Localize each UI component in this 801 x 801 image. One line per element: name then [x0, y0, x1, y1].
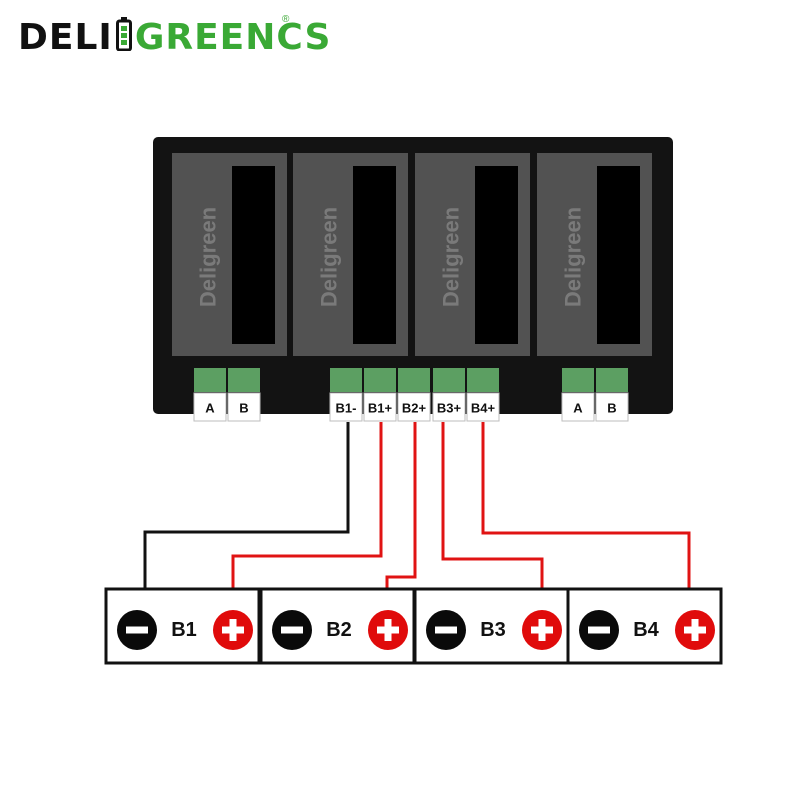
balancer-module-2: Deligreen [293, 153, 408, 356]
battery-logo-icon [115, 16, 132, 52]
battery-cell-b3: B3 [413, 587, 570, 665]
battery-cell-b4: B4 [566, 587, 723, 665]
terminal-left-a: A [193, 368, 227, 422]
terminal-label-box [466, 392, 500, 422]
terminal-block [330, 368, 362, 392]
battery-label: B1 [171, 619, 197, 641]
module-slot [597, 166, 640, 344]
terminal-center-b2pos: B2+ [397, 368, 431, 422]
minus-bar [281, 626, 303, 634]
terminal-label-box [363, 392, 397, 422]
wire-b2-pos [385, 422, 417, 614]
terminal-label: B [239, 401, 248, 416]
negative-terminal [426, 610, 466, 650]
module-slot [353, 166, 396, 344]
module-slot [232, 166, 275, 344]
negative-terminal [272, 610, 312, 650]
terminal-block [467, 368, 499, 392]
module-label: Deligreen [317, 207, 342, 307]
terminal-label-box [561, 392, 595, 422]
terminal-label: B1- [336, 401, 357, 416]
terminal-label-box [193, 392, 227, 422]
battery-label: B2 [326, 619, 352, 641]
terminal-block [398, 368, 430, 392]
terminal-left-b: B [227, 368, 261, 422]
negative-terminal [117, 610, 157, 650]
terminal-label-box [397, 392, 431, 422]
terminal-label: B1+ [368, 401, 393, 416]
terminal-label-box [432, 392, 466, 422]
terminal-block [433, 368, 465, 392]
balancer-module-1: Deligreen [172, 153, 287, 356]
terminal-label: B2+ [402, 401, 427, 416]
terminal-right-a: A [561, 368, 595, 422]
positive-terminal [675, 610, 715, 650]
brand-wordmark: DELI GREENCS [18, 14, 331, 62]
positive-terminal [522, 610, 562, 650]
terminal-label: B3+ [437, 401, 462, 416]
terminal-block [364, 368, 396, 392]
module-label: Deligreen [561, 207, 586, 307]
module-slot [475, 166, 518, 344]
terminal-label-box [227, 392, 261, 422]
brand-name-part2: GREENCS [134, 17, 332, 58]
module-label: Deligreen [196, 207, 221, 307]
battery-cell-b2: B2 [259, 587, 416, 665]
terminal-center-b1neg: B1- [329, 368, 363, 422]
registered-mark: ® [282, 14, 290, 25]
wire-b1-neg [143, 422, 350, 614]
wires [143, 422, 691, 614]
terminal-label: A [205, 401, 215, 416]
minus-bar [126, 626, 148, 634]
balancer-module-3: Deligreen [415, 153, 530, 356]
positive-terminal [368, 610, 408, 650]
wire-b4-pos [481, 422, 691, 614]
brand-name-part1: DELI [18, 17, 113, 58]
minus-bar [588, 626, 610, 634]
terminal-block [228, 368, 260, 392]
wire-b3-pos [441, 422, 544, 614]
minus-bar [435, 626, 457, 634]
balancer-module-4: Deligreen [537, 153, 652, 356]
terminal-label-box [329, 392, 363, 422]
plus-bar-v [691, 619, 699, 641]
terminal-right-b: B [595, 368, 629, 422]
terminal-label: A [573, 401, 583, 416]
terminal-center-b1pos: B1+ [363, 368, 397, 422]
plus-bar-v [229, 619, 237, 641]
wire-b1-pos [231, 422, 383, 614]
terminal-center-b4pos: B4+ [466, 368, 500, 422]
battery-pack: B1 B2 B3 B4 [104, 587, 723, 665]
battery-label: B3 [480, 619, 506, 641]
plus-bar-v [384, 619, 392, 641]
battery-cell-b1: B1 [104, 587, 261, 665]
terminal-label: B [607, 401, 616, 416]
terminal-center-b3pos: B3+ [432, 368, 466, 422]
plus-bar-v [538, 619, 546, 641]
negative-terminal [579, 610, 619, 650]
module-label: Deligreen [439, 207, 464, 307]
terminal-block [562, 368, 594, 392]
battery-label: B4 [633, 619, 659, 641]
terminal-label-box [595, 392, 629, 422]
terminal-label: B4+ [471, 401, 496, 416]
positive-terminal [213, 610, 253, 650]
brand-logo: DELI GREENCS ® [18, 14, 330, 64]
terminal-block [194, 368, 226, 392]
terminal-block [596, 368, 628, 392]
